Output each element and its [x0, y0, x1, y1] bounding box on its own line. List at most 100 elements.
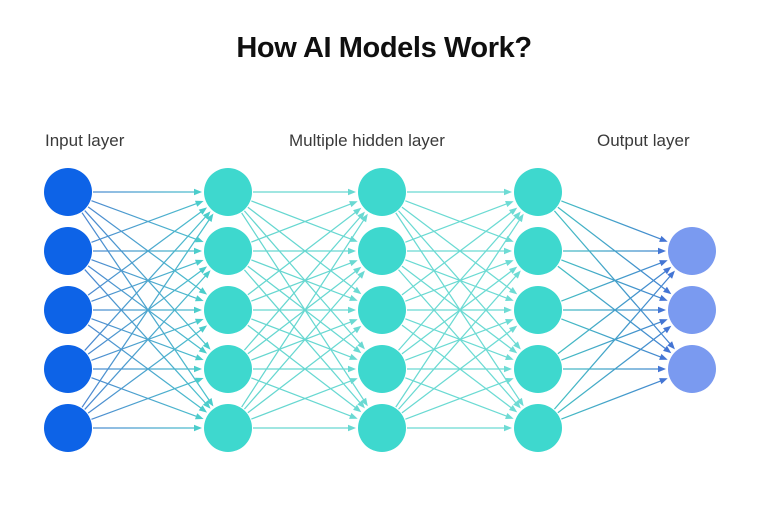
node-hidden-1	[204, 404, 252, 452]
node-hidden-1	[204, 168, 252, 216]
arrowhead-icon	[658, 306, 666, 314]
edges-hidden-2-to-hidden-3	[395, 188, 524, 432]
arrowhead-icon	[194, 188, 202, 196]
arrowhead-icon	[504, 365, 512, 373]
edge-line	[405, 200, 509, 241]
arrowhead-icon	[194, 365, 202, 373]
edge-line	[91, 200, 199, 241]
node-input	[44, 168, 92, 216]
arrowhead-icon	[348, 424, 356, 432]
arrowhead-icon	[658, 365, 666, 373]
node-hidden-3	[514, 404, 562, 452]
edge-line	[91, 379, 199, 420]
edge-line	[81, 218, 211, 408]
arrowhead-icon	[349, 378, 358, 385]
arrowhead-icon	[505, 201, 514, 208]
arrowhead-icon	[194, 247, 202, 255]
arrowhead-icon	[349, 294, 358, 301]
arrowhead-icon	[349, 235, 358, 242]
arrowhead-icon	[349, 319, 358, 326]
edge-line	[243, 215, 362, 351]
arrowhead-icon	[659, 353, 668, 360]
arrowhead-icon	[667, 341, 675, 350]
arrowhead-icon	[194, 318, 204, 325]
node-hidden-2	[358, 168, 406, 216]
arrowhead-icon	[349, 260, 358, 267]
edge-line	[557, 265, 667, 351]
arrowhead-icon	[513, 341, 521, 350]
arrowhead-icon	[194, 200, 204, 207]
arrowhead-icon	[349, 353, 358, 360]
arrowhead-icon	[348, 365, 356, 373]
arrowhead-icon	[194, 354, 204, 361]
edge-line	[247, 265, 357, 351]
arrowhead-icon	[206, 398, 214, 407]
edge-line	[553, 274, 672, 410]
edge-line	[87, 210, 203, 296]
arrowhead-icon	[202, 270, 211, 279]
arrowhead-icon	[353, 207, 362, 216]
node-hidden-2	[358, 404, 406, 452]
arrowhead-icon	[659, 235, 668, 242]
edge-line	[553, 210, 672, 346]
arrowhead-icon	[516, 397, 524, 407]
edge-line	[247, 324, 357, 410]
hidden-layer-label: Multiple hidden layer	[289, 131, 445, 150]
node-hidden-1	[204, 345, 252, 393]
arrowhead-icon	[202, 211, 211, 220]
arrowhead-icon	[194, 306, 202, 314]
edge-line	[561, 318, 663, 359]
edge-line	[87, 206, 203, 292]
arrowhead-icon	[505, 412, 514, 419]
node-hidden-3	[514, 227, 562, 275]
arrowhead-icon	[357, 270, 365, 279]
edge-line	[243, 269, 362, 405]
edge-line	[401, 206, 513, 292]
edge-line	[405, 261, 509, 302]
edge-line	[91, 202, 199, 243]
edge-line	[557, 328, 667, 414]
arrowhead-icon	[504, 424, 512, 432]
arrowhead-icon	[194, 424, 202, 432]
edge-line	[405, 202, 509, 243]
arrowhead-icon	[202, 341, 211, 350]
edge-line	[395, 218, 521, 408]
arrowhead-icon	[508, 345, 518, 354]
edge-line	[395, 212, 521, 402]
arrowhead-icon	[353, 286, 362, 295]
edge-line	[241, 218, 366, 408]
arrowhead-icon	[353, 325, 362, 334]
node-hidden-2	[358, 227, 406, 275]
edge-line	[398, 274, 518, 410]
arrowhead-icon	[504, 247, 512, 255]
edge-line	[84, 215, 208, 351]
edge-line	[251, 379, 353, 420]
arrowhead-icon	[505, 353, 514, 360]
arrowhead-icon	[348, 306, 356, 314]
edge-line	[247, 328, 357, 414]
arrowhead-icon	[357, 211, 365, 220]
edge-line	[251, 259, 353, 300]
arrowhead-icon	[659, 294, 668, 301]
arrowhead-icon	[198, 266, 208, 274]
edge-line	[251, 202, 353, 243]
edge-line	[91, 261, 199, 302]
edge-line	[241, 212, 366, 402]
arrowhead-icon	[663, 266, 672, 275]
edge-line	[91, 318, 199, 359]
node-hidden-1	[204, 227, 252, 275]
input-layer-label: Input layer	[45, 131, 125, 150]
layer-hidden-3	[514, 168, 562, 452]
node-input	[44, 227, 92, 275]
arrowhead-icon	[194, 259, 204, 266]
edge-line	[561, 200, 663, 241]
arrowhead-icon	[360, 397, 368, 407]
node-hidden-3	[514, 345, 562, 393]
edge-line	[398, 269, 518, 405]
arrowhead-icon	[513, 270, 521, 279]
node-hidden-3	[514, 286, 562, 334]
arrowhead-icon	[194, 295, 204, 302]
edge-line	[398, 210, 518, 346]
edge-line	[91, 320, 199, 361]
